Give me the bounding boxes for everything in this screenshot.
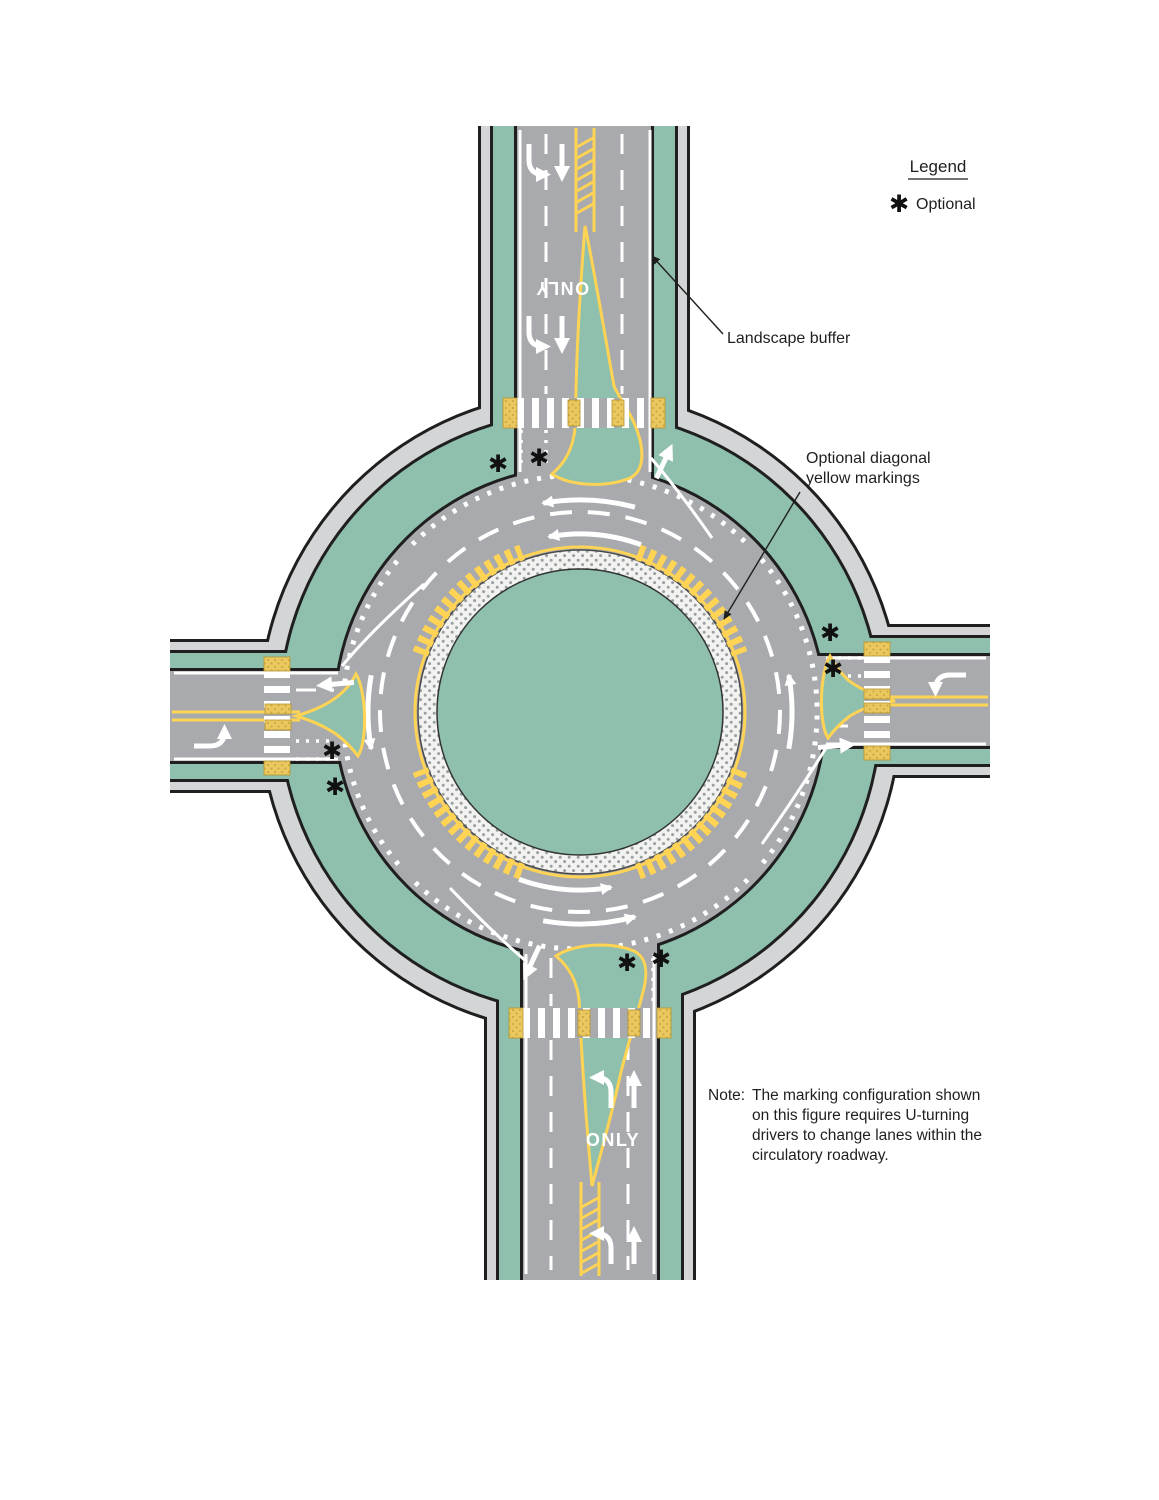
optional-asterisk: ✱: [529, 444, 549, 472]
legend: Legend ✱ Optional: [889, 157, 976, 218]
exit-guide-lines: [340, 457, 828, 964]
diagonal-markings-label-line2: yellow markings: [806, 470, 920, 487]
leg-markings: [172, 128, 988, 1276]
yield-dotted-lines: [340, 472, 820, 952]
optional-asterisk: ✱: [325, 773, 345, 801]
circulating-arrows: [363, 495, 797, 927]
splitter-island-south: [553, 943, 648, 1187]
diagonal-markings-label-line1: Optional diagonal: [806, 450, 931, 467]
road-text: ONLY ONLY: [535, 278, 640, 1150]
optional-asterisk: ✱: [617, 949, 637, 977]
note-line-3: drivers to change lanes within the: [752, 1127, 982, 1144]
note-line-4: circulatory roadway.: [752, 1147, 889, 1164]
optional-asterisks: ✱ ✱ ✱ ✱ ✱ ✱ ✱ ✱: [322, 444, 843, 977]
crosswalks: [263, 397, 891, 1039]
landscape-buffer-label: Landscape buffer: [727, 330, 851, 347]
central-island-landscape: [436, 568, 724, 856]
only-marking-north: ONLY: [535, 278, 589, 298]
median-yellow-lines: [172, 128, 988, 1276]
optional-asterisk: ✱: [651, 945, 671, 973]
note-label: Note:: [708, 1087, 745, 1104]
legend-optional-label: Optional: [916, 196, 976, 213]
detectable-warning-patches: [263, 397, 891, 1039]
landscape-buffer-pointer: [651, 255, 724, 335]
optional-asterisk: ✱: [820, 619, 840, 647]
circulatory-markings: [340, 457, 828, 964]
note-line-1: The marking configuration shown: [752, 1087, 980, 1104]
splitter-island-east: [820, 652, 896, 741]
note-block: Note: The marking configuration shown on…: [708, 1087, 982, 1164]
optional-asterisk: ✱: [488, 450, 508, 478]
diagonal-markings-pointer: [723, 491, 801, 620]
legend-title: Legend: [910, 157, 967, 176]
legend-symbol: ✱: [889, 190, 909, 218]
optional-asterisk: ✱: [322, 737, 342, 765]
only-marking-south: ONLY: [586, 1130, 640, 1150]
note-line-2: on this figure requires U-turning: [752, 1107, 969, 1124]
circulatory-lane-line: [378, 510, 782, 914]
central-island: [417, 549, 743, 875]
optional-asterisk: ✱: [823, 655, 843, 683]
splitter-island-west: [290, 670, 366, 759]
diagonal-yellow-markings: [412, 544, 748, 880]
edge-lines: [174, 130, 986, 1274]
callouts: Landscape buffer Optional diagonal yello…: [651, 255, 931, 620]
